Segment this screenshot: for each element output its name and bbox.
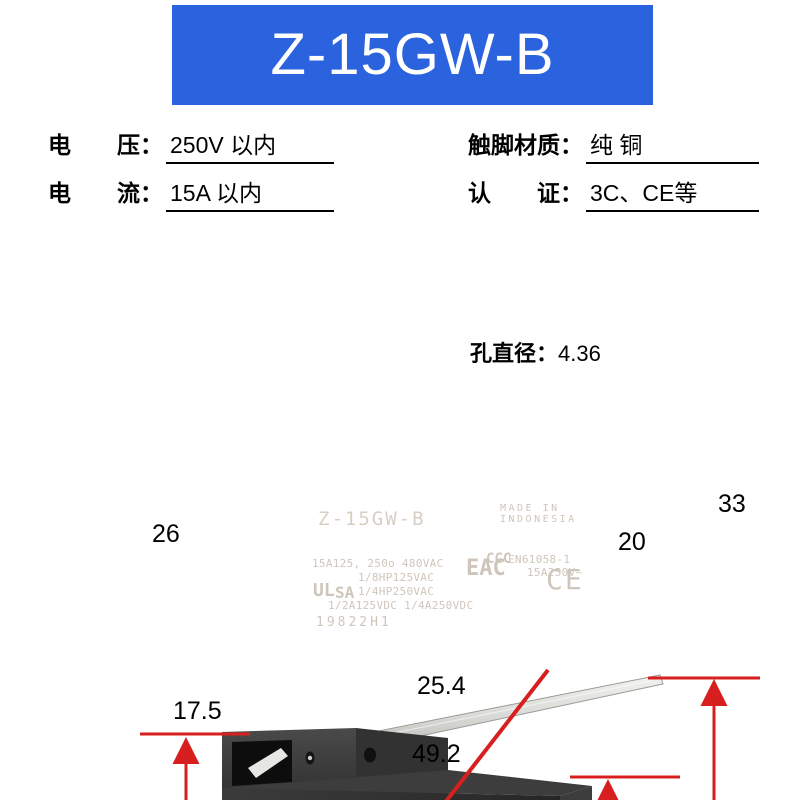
spec-row-voltage: 电 压 ： 250V 以内 [48,126,334,164]
page-title: Z-15GW-B [270,22,555,87]
dimension-label-20: 20 [618,528,646,556]
spec-value-voltage-underline: 250V 以内 [166,126,334,164]
hole-diameter-label: 孔直径： [470,341,559,366]
spec-colon-contact-material: ： [560,132,583,158]
specification-table: 电 压 ： 250V 以内 电 流 ： 15A 以内 触脚材质 ： 纯 铜 认 … [0,126,800,226]
spec-value-voltage: 250V 以内 [170,132,277,158]
switch-body-top-deck [222,770,592,796]
spec-row-contact-material: 触脚材质 ： 纯 铜 [468,126,759,164]
dimension-label-49-2: 49.2 [412,740,461,768]
spec-row-current: 电 流 ： 15A 以内 [48,174,334,212]
dimension-lines [140,668,760,800]
dimension-diagram [0,300,800,800]
spec-label-voltage: 电 压 [48,132,140,158]
dimension-label-17-5: 17.5 [173,697,222,725]
product-title-banner: Z-15GW-B [172,5,653,105]
spec-label-current: 电 流 [48,180,140,206]
plunger-blade [248,748,288,778]
spec-value-certification: 3C、CE等 [590,180,698,206]
spec-label-contact-material: 触脚材质 [468,132,560,158]
pivot-hole-right [364,747,376,763]
spec-colon-certification: ： [560,180,583,206]
switch-body-front [222,788,560,800]
dimension-label-25-4: 25.4 [417,672,466,700]
spec-value-current: 15A 以内 [170,180,263,206]
switch-photo [222,674,664,800]
spec-colon-current: ： [140,180,163,206]
spec-value-current-underline: 15A 以内 [166,174,334,212]
dimension-label-33: 33 [718,490,746,518]
pivot-pin-left [307,755,313,761]
hole-diameter-callout: 孔直径：4.36 [470,336,601,368]
dimension-label-26: 26 [152,520,180,548]
switch-body-right-face [560,786,592,800]
spec-label-certification: 认 证 [468,180,560,206]
hole-diameter-value: 4.36 [558,341,601,366]
spec-colon-voltage: ： [140,132,163,158]
spec-value-contact-material: 纯 铜 [590,132,643,158]
spec-value-certification-underline: 3C、CE等 [586,174,759,212]
spec-value-contact-material-underline: 纯 铜 [586,126,759,164]
spec-row-certification: 认 证 ： 3C、CE等 [468,174,759,212]
leader-line-hole-diameter [444,668,550,800]
